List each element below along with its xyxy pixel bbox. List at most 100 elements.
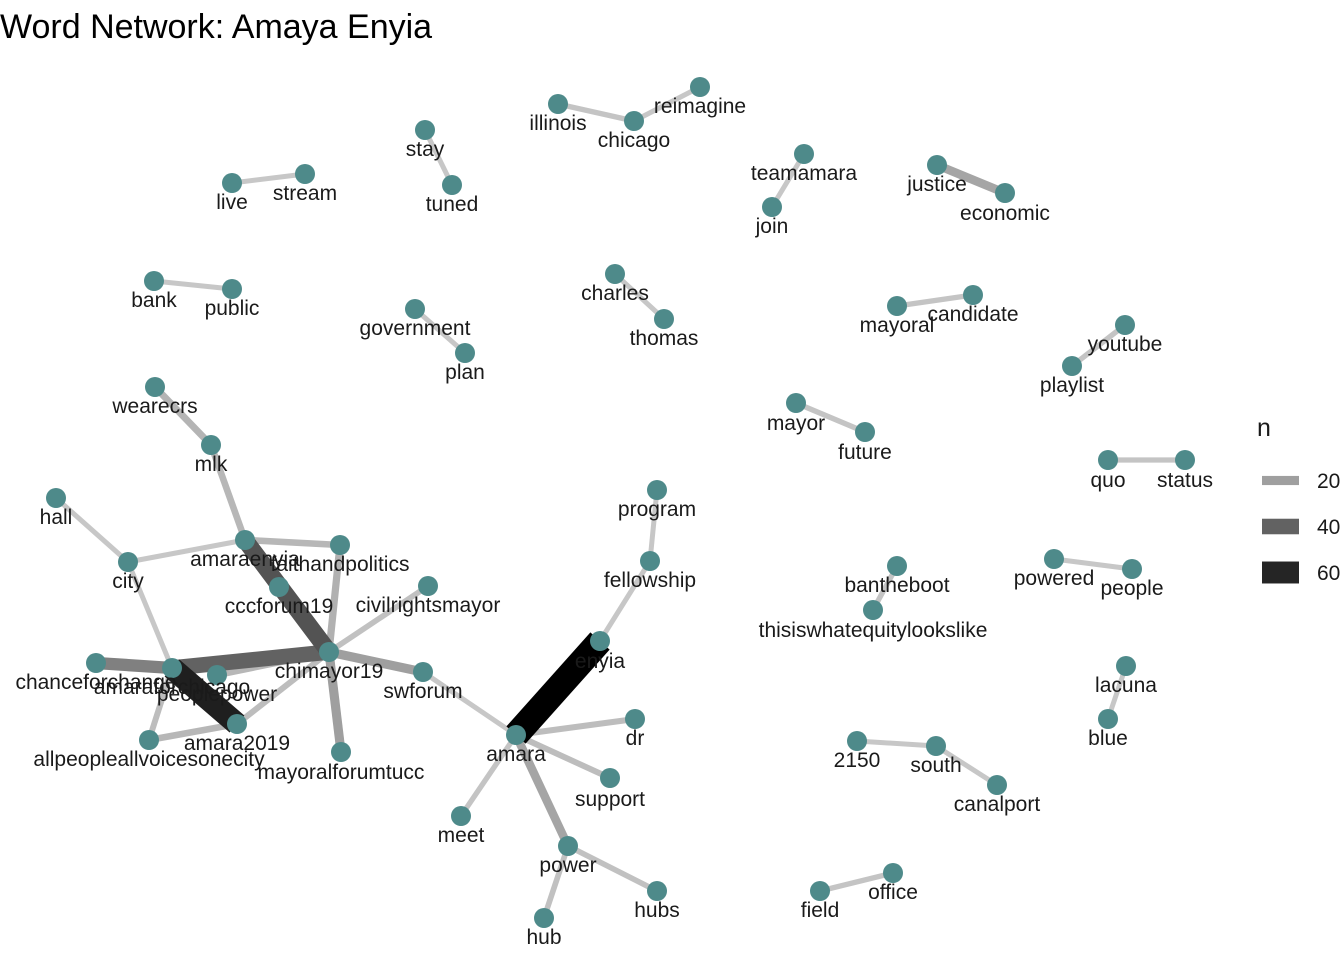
edge-amara-meet	[458, 733, 519, 818]
node-thisiswhatequitylookslike	[863, 600, 883, 620]
node-label-chicago: chicago	[598, 129, 670, 152]
edge-amara2019-allpeopleallvoicesonecity	[148, 720, 238, 744]
edge-teamamara-join	[769, 152, 807, 209]
node-cccforum19	[269, 577, 289, 597]
edge-faithandpolitics-chimayor19	[325, 544, 344, 653]
node-charles	[605, 264, 625, 284]
edge-chicago-reimagine	[632, 84, 702, 124]
edge-amaraenyia-chimayor19	[238, 534, 336, 658]
node-government	[405, 299, 425, 319]
node-label-join: join	[755, 215, 789, 238]
node-label-2150: 2150	[834, 749, 881, 772]
node-south	[926, 736, 946, 756]
legend-label-40: 40	[1317, 516, 1340, 539]
node-tuned	[442, 175, 462, 195]
node-playlist	[1062, 356, 1082, 376]
node-label-reimagine: reimagine	[654, 95, 746, 118]
node-label-youtube: youtube	[1088, 333, 1163, 356]
node-thomas	[654, 309, 674, 329]
legend-title: n	[1257, 414, 1271, 442]
node-label-tuned: tuned	[426, 193, 479, 216]
edge-power-hubs	[566, 843, 659, 894]
node-label-teamamara: teamamara	[751, 162, 858, 185]
edge-chimayor19-swforum	[328, 647, 424, 677]
node-label-illinois: illinois	[529, 112, 586, 135]
node-label-hub: hub	[526, 926, 561, 949]
node-label-mayor: mayor	[767, 412, 825, 435]
node-office	[883, 863, 903, 883]
edge-chimayor19-amaraforchicago	[171, 644, 330, 676]
edge-wearecrs-mlk	[152, 384, 214, 448]
legend-label-20: 20	[1317, 470, 1340, 493]
node-label-thomas: thomas	[630, 327, 699, 350]
node-support	[600, 768, 620, 788]
node-label-bank: bank	[131, 289, 177, 312]
node-label-lacuna: lacuna	[1095, 674, 1157, 697]
node-faithandpolitics	[330, 535, 350, 555]
edge-amara-dr	[515, 716, 636, 738]
node-label-allpeopleallvoicesonecity: allpeopleallvoicesonecity	[33, 748, 265, 771]
node-canalport	[987, 775, 1007, 795]
node-label-meet: meet	[438, 824, 485, 847]
node-label-economic: economic	[960, 202, 1050, 225]
node-live	[222, 173, 242, 193]
node-label-justice: justice	[906, 173, 967, 196]
node-label-wearecrs: wearecrs	[111, 395, 197, 418]
node-label-chanceforchange: chanceforchange	[15, 671, 176, 694]
node-mayor	[786, 393, 806, 413]
node-field	[810, 881, 830, 901]
node-label-hall: hall	[40, 506, 73, 529]
edge-amaraforchicago-allpeopleallvoicesonecity	[146, 667, 175, 741]
node-mlk	[201, 435, 221, 455]
node-stream	[295, 164, 315, 184]
node-label-canalport: canalport	[954, 793, 1041, 816]
edge-government-plan	[413, 307, 467, 355]
node-label-candidate: candidate	[927, 303, 1018, 326]
node-public	[222, 279, 242, 299]
node-2150	[847, 731, 867, 751]
node-label-amara2019: amara2019	[184, 732, 290, 755]
node-amara2019	[227, 714, 247, 734]
node-mayoralforumtucc	[331, 742, 351, 762]
edge-program-fellowship	[647, 489, 660, 562]
edge-enyia-amara	[506, 632, 610, 744]
node-label-plan: plan	[445, 361, 485, 384]
node-civilrightsmayor	[418, 576, 438, 596]
node-amaraforchicago	[162, 658, 182, 678]
node-chimayor19	[319, 642, 339, 662]
node-label-public: public	[205, 297, 260, 320]
node-enyia	[590, 631, 610, 651]
edge-chimayor19-mayoralforumtucc	[324, 651, 346, 753]
node-label-chimayor19: chimayor19	[275, 660, 384, 683]
legend-key-60	[1262, 561, 1299, 584]
edge-fellowship-enyia	[597, 559, 653, 643]
node-label-thisiswhatequitylookslike: thisiswhatequitylookslike	[759, 619, 988, 642]
node-label-support: support	[575, 788, 645, 811]
edge-swforum-amara	[421, 669, 518, 738]
legend-key-20	[1262, 475, 1299, 486]
edge-city-amaraenyia	[127, 537, 246, 565]
node-chicago	[624, 111, 644, 131]
node-amaraenyia	[235, 530, 255, 550]
node-label-hubs: hubs	[634, 899, 680, 922]
node-hubs	[647, 881, 667, 901]
node-label-south: south	[910, 754, 961, 777]
node-label-amara: amara	[486, 743, 546, 766]
edge-amara-support	[514, 732, 612, 781]
node-swforum	[413, 662, 433, 682]
node-layer	[46, 77, 1195, 928]
edge-field-office	[819, 870, 894, 894]
edge-live-stream	[231, 171, 306, 186]
node-label-mayoral: mayoral	[860, 314, 935, 337]
chart-title: Word Network: Amaya Enyia	[0, 8, 432, 46]
node-label-enyia: enyia	[575, 650, 626, 673]
node-label-status: status	[1157, 469, 1213, 492]
edge-south-canalport	[934, 743, 999, 788]
node-program	[647, 480, 667, 500]
node-join	[762, 197, 782, 217]
node-bantheboot	[887, 556, 907, 576]
node-label-swforum: swforum	[383, 680, 462, 703]
node-power	[558, 836, 578, 856]
